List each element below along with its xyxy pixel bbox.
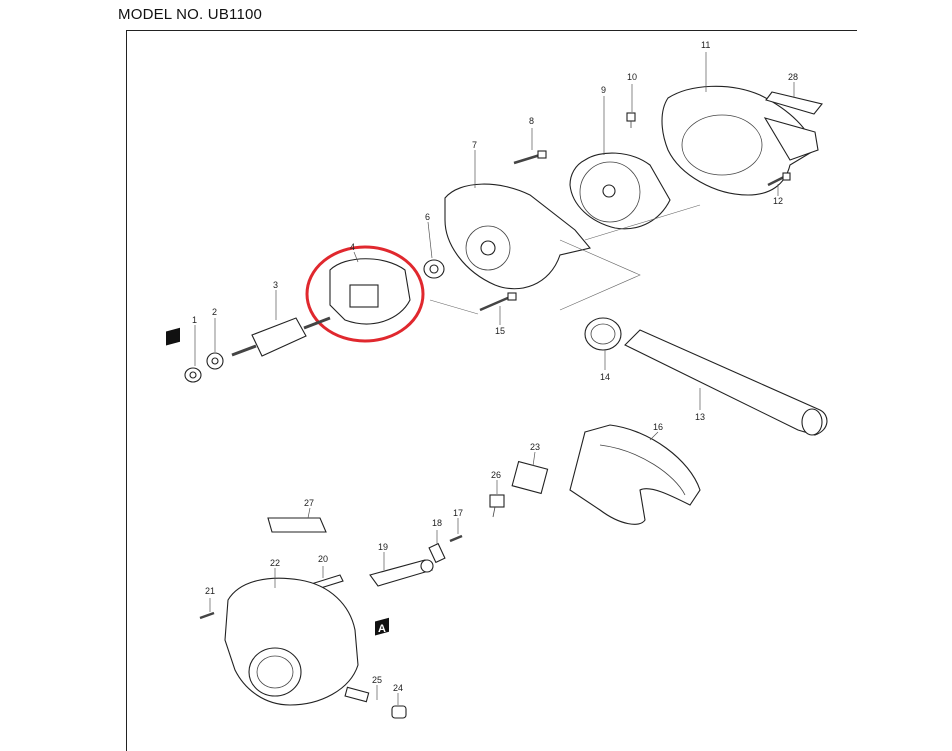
reference-marker-a-bottom: A [375, 617, 389, 636]
part-7-housing [444, 150, 591, 290]
part-8-screw [513, 128, 547, 165]
part-label-9: 9 [601, 85, 606, 95]
part-label-13: 13 [695, 412, 705, 422]
part-24-cap [391, 693, 407, 719]
part-label-28: 28 [788, 72, 798, 82]
reference-marker-a-top: A [166, 327, 180, 434]
part-4-field [305, 245, 425, 343]
part-label-24: 24 [393, 683, 403, 693]
part-label-23: 23 [530, 442, 540, 452]
part-17-screw [449, 518, 463, 543]
part-27-label [267, 507, 327, 533]
part-1-bearing [184, 325, 202, 383]
part-21-screw [199, 598, 215, 620]
svg-text:A: A [169, 422, 177, 434]
part-16-handle-cover [569, 424, 701, 525]
part-18-component [428, 530, 446, 564]
part-label-3: 3 [273, 280, 278, 290]
part-label-26: 26 [491, 470, 501, 480]
part-label-14: 14 [600, 372, 610, 382]
highlight-circle [305, 245, 425, 343]
part-label-4: 4 [350, 242, 355, 252]
part-label-20: 20 [318, 554, 328, 564]
part-label-8: 8 [529, 116, 534, 126]
part-11-housing [661, 52, 819, 196]
part-label-10: 10 [627, 72, 637, 82]
part-label-17: 17 [453, 508, 463, 518]
part-label-6: 6 [425, 212, 430, 222]
part-label-12: 12 [773, 196, 783, 206]
assembly-guide-lines [429, 204, 701, 315]
part-12-screw [767, 172, 791, 196]
part-label-19: 19 [378, 542, 388, 552]
part-label-18: 18 [432, 518, 442, 528]
part-label-1: 1 [192, 315, 197, 325]
part-label-16: 16 [653, 422, 663, 432]
part-28-label [765, 82, 823, 115]
part-label-7: 7 [472, 140, 477, 150]
part-19-lever [369, 552, 434, 587]
part-3-armature [231, 290, 331, 357]
svg-text:A: A [378, 623, 386, 635]
part-label-2: 2 [212, 307, 217, 317]
model-title: MODEL NO. UB1100 [118, 6, 263, 23]
diagram-frame [126, 30, 857, 751]
part-25-brush [344, 685, 378, 703]
part-label-11: 11 [701, 40, 710, 50]
part-2-bearing [206, 318, 224, 370]
part-26-component [489, 480, 505, 518]
part-23-switch [511, 451, 549, 495]
part-label-22: 22 [270, 558, 280, 568]
part-22-motor-housing [224, 568, 359, 706]
part-label-25: 25 [372, 675, 382, 685]
part-number-labels: 1 2 3 4 6 7 8 9 10 11 12 13 14 15 16 17 … [192, 40, 798, 693]
part-label-27: 27 [304, 498, 314, 508]
part-14-ring [584, 317, 622, 370]
part-9-fan [569, 96, 671, 230]
part-label-21: 21 [205, 586, 215, 596]
part-6-bearing [423, 221, 445, 279]
part-15-screw [479, 292, 517, 325]
part-13-nozzle [624, 329, 828, 436]
part-10-screw [626, 84, 636, 128]
part-label-15: 15 [495, 326, 505, 336]
